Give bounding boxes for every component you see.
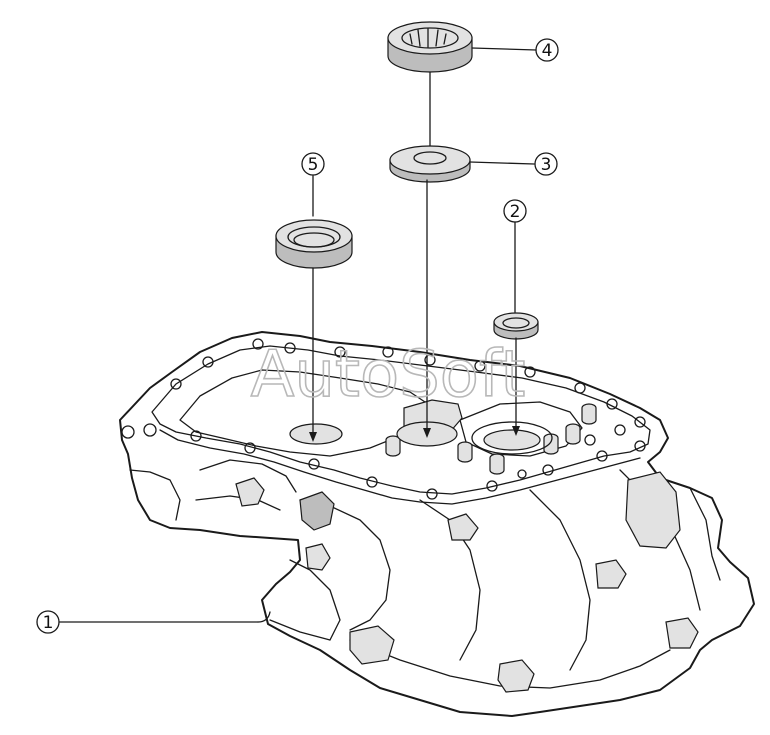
washer-part-3	[389, 145, 471, 183]
callout-2-label: 2	[510, 202, 521, 222]
case-studs	[385, 403, 597, 475]
differential-bore-inner	[483, 429, 541, 451]
callout-2: 2	[503, 199, 527, 223]
oil-seal-part-5	[275, 219, 353, 269]
callout-1-label: 1	[43, 613, 54, 633]
transaxle-case	[119, 331, 755, 717]
callout-5-label: 5	[308, 155, 319, 175]
installation-lines	[309, 71, 520, 442]
callout-1: 1	[36, 610, 60, 634]
callout-leaders	[59, 47, 537, 623]
seal-part-2	[493, 312, 539, 340]
callout-4: 4	[535, 38, 559, 62]
watermark-text: AutoSoft	[251, 338, 526, 412]
flange-bolt-holes	[121, 338, 646, 500]
callout-5: 5	[301, 152, 325, 176]
callout-3-label: 3	[541, 155, 552, 175]
differential-bore-outer	[471, 421, 553, 455]
callout-4-label: 4	[542, 41, 553, 61]
callout-3: 3	[534, 152, 558, 176]
bearing-part-4	[387, 21, 473, 73]
